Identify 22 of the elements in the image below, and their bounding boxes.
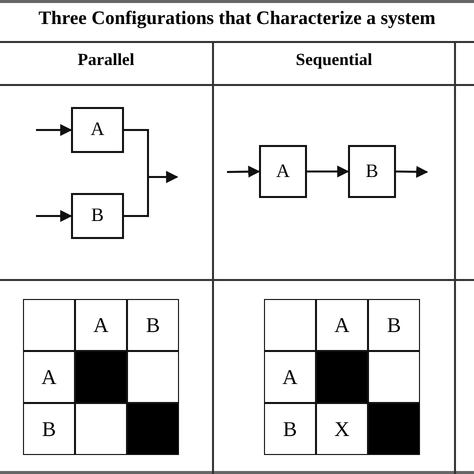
process-box: A: [259, 145, 307, 198]
matrix-cell: A: [23, 351, 75, 403]
process-box: A: [71, 107, 124, 153]
matrix-cell: A: [316, 299, 368, 351]
arrow: [124, 171, 178, 217]
matrix-cell: B: [127, 299, 179, 351]
arrow: [36, 124, 72, 136]
arrow: [226, 166, 260, 178]
arrow: [36, 210, 72, 222]
matrix-cell: A: [264, 351, 316, 403]
process-box: B: [71, 193, 124, 239]
matrix-cell: A: [75, 299, 127, 351]
process-box: B: [348, 145, 396, 198]
arrow: [396, 166, 428, 178]
matrix-cell: B: [23, 403, 75, 455]
column-header: Parallel: [76, 50, 136, 70]
matrix-cell: B: [264, 403, 316, 455]
arrow: [307, 166, 350, 178]
matrix-cell: X: [316, 403, 368, 455]
table-title: Three Configurations that Characterize a system: [38, 8, 436, 30]
column-header: Sequential: [294, 50, 374, 70]
matrix-cell: B: [368, 299, 420, 351]
